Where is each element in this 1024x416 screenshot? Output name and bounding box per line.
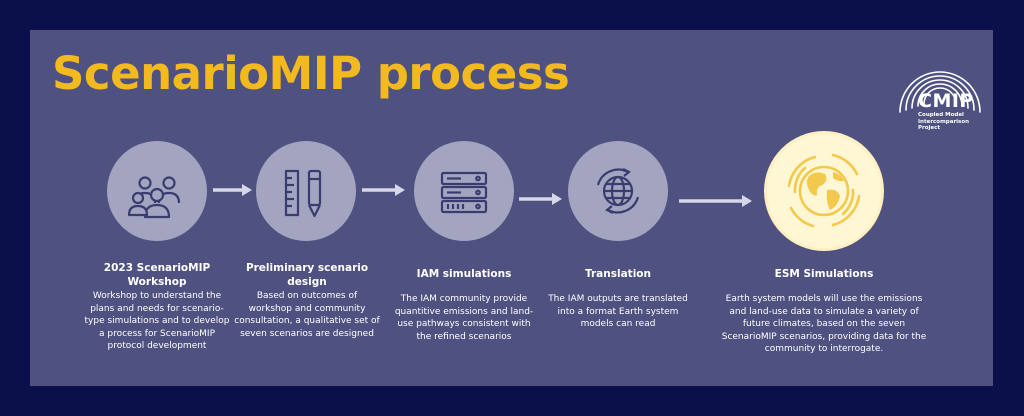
step-2-desc-line-1: Based on outcomes of: [256, 291, 358, 301]
cmip-logo-icon: [899, 71, 981, 113]
arrow-4-icon: [679, 195, 752, 207]
step-5-desc-line-1: Earth system models will use the emissio…: [725, 294, 923, 304]
step-2-title-line-2: design: [287, 276, 327, 288]
step-4-title: Translation: [538, 267, 698, 281]
step-3-desc-line-3: use pathways consistent with: [397, 319, 531, 329]
step-4-title-line-1: Translation: [585, 268, 651, 280]
cmip-logo-text: CMIP Coupled Model Intercomparison Proje…: [918, 90, 974, 132]
step-5-description: Earth system models will use the emissio…: [719, 293, 929, 356]
arrow-1-icon: [213, 184, 252, 196]
ruler-pencil-icon: [284, 169, 322, 218]
step-3-desc-line-1: The IAM community provide: [400, 294, 528, 304]
step-1-title-line-1: 2023 ScenarioMIP: [103, 262, 211, 274]
step-3-description: The IAM community provide quantitive emi…: [384, 293, 544, 343]
step-5-circle: [767, 134, 881, 248]
step-1-title: 2023 ScenarioMIP Workshop: [77, 261, 237, 289]
step-4-desc-line-2: into a format Earth system: [557, 306, 679, 317]
step-1-circle: [107, 141, 207, 241]
step-4-circle: [568, 141, 668, 241]
step-2-desc-line-3: consultation, a qualitative set of: [234, 316, 380, 326]
step-2-circle: [256, 141, 356, 241]
logo-tagline-3: Project: [918, 125, 941, 131]
logo-name: CMIP: [918, 90, 974, 112]
step-4-desc-line-3: models can read: [580, 319, 656, 329]
people-group-icon: [127, 176, 181, 219]
step-5-title-line-1: ESM Simulations: [774, 268, 874, 280]
step-3-desc-line-4: the refined scenarios: [416, 331, 512, 342]
logo-tagline-1: Coupled Model: [918, 112, 964, 118]
arrow-2-icon: [362, 184, 405, 196]
earth-icon: [787, 153, 861, 228]
step-5-desc-line-3: future climates, based on the seven: [742, 319, 906, 329]
step-2-description: Based on outcomes of workshop and commun…: [225, 290, 389, 340]
step-1-desc-line-5: protocol development: [107, 341, 207, 351]
step-5-desc-line-4: ScenarioMIP scenarios, providing data fo…: [721, 331, 927, 342]
step-5-desc-line-5: community to interrogate.: [764, 344, 884, 354]
step-1-desc-line-4: a process for ScenarioMIP: [98, 328, 216, 339]
logo-tagline-2: Intercomparison: [918, 118, 970, 125]
step-5-title: ESM Simulations: [734, 267, 914, 281]
step-3-title-line-1: IAM simulations: [416, 268, 512, 280]
step-2-title: Preliminary scenario design: [231, 261, 383, 289]
step-2-title-line-1: Preliminary scenario: [245, 262, 369, 274]
step-5-desc-line-2: and land-use data to simulate a variety …: [729, 306, 919, 317]
arrow-3-icon: [519, 193, 562, 205]
step-1-desc-line-2: plans and needs for scenario-: [90, 303, 224, 314]
step-4-description: The IAM outputs are translated into a fo…: [533, 293, 703, 331]
globe-cycle-icon: [596, 168, 640, 214]
server-icon: [440, 171, 488, 214]
step-3-title: IAM simulations: [384, 267, 544, 281]
step-2-desc-line-2: workshop and community: [248, 303, 366, 314]
step-3-circle: [414, 141, 514, 241]
step-1-title-line-2: Workshop: [127, 276, 187, 288]
page-title: ScenarioMIP process: [52, 47, 570, 100]
step-3-desc-line-2: quantitive emissions and land-: [394, 306, 534, 317]
step-1-desc-line-1: Workshop to understand the: [92, 291, 222, 301]
process-panel: ScenarioMIP process CMIP Coupled Model I…: [30, 30, 993, 386]
step-1-desc-line-3: type simulations and to develop: [84, 316, 230, 326]
step-1-description: Workshop to understand the plans and nee…: [77, 290, 237, 353]
step-2-desc-line-4: seven scenarios are designed: [240, 328, 374, 339]
step-4-desc-line-1: The IAM outputs are translated: [548, 294, 688, 304]
